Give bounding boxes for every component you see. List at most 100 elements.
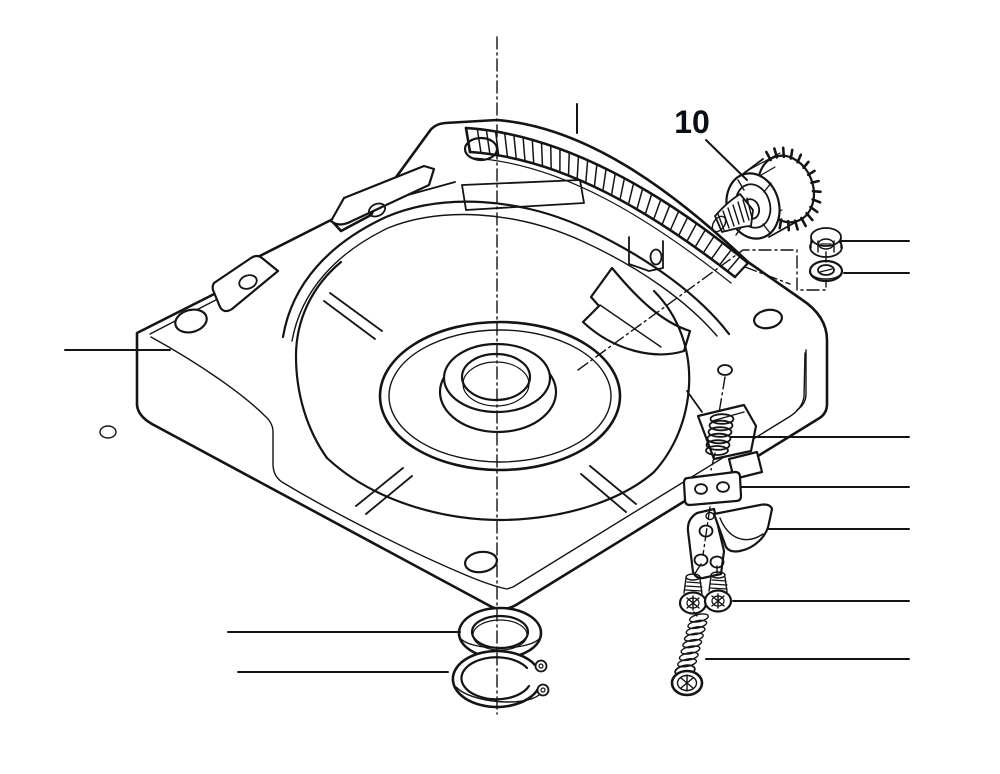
- spring-coil: [709, 413, 735, 425]
- ring-outer: [451, 649, 540, 709]
- pan-head-screws: [678, 571, 733, 615]
- arc-under-edge: [472, 157, 732, 284]
- pawl-seat-inner: [711, 411, 745, 422]
- washer-top-thickness: [809, 272, 843, 280]
- nut-facets: [810, 236, 842, 253]
- top-slot: [461, 179, 585, 211]
- screw-threads: [709, 579, 728, 590]
- screw-tip: [685, 573, 701, 581]
- arc-tick: [652, 198, 662, 221]
- ring-ear-hole: [540, 687, 546, 693]
- right-face-inner: [796, 349, 807, 411]
- callout-label-10[interactable]: 10: [674, 104, 710, 140]
- arc-tick: [686, 222, 698, 243]
- screw-thread: [685, 626, 706, 636]
- graduated-arc-scale: [464, 126, 750, 284]
- boss-bore-depth: [462, 361, 530, 407]
- rib-nw: [323, 292, 383, 340]
- pawl-shoe-inner: [719, 517, 764, 541]
- knob-face-spokes: [735, 179, 772, 236]
- pointer-rib-inner: [599, 304, 662, 348]
- knurl-tooth: [773, 147, 779, 159]
- notch-hole: [649, 248, 663, 266]
- cavity-left-wall: [294, 260, 343, 460]
- pawl-bracket: [686, 503, 774, 580]
- knurl-tooth: [778, 218, 783, 230]
- flat-washer-hole: [470, 614, 530, 650]
- cavity-wall-inner: [291, 213, 718, 342]
- lock-washer: [808, 259, 844, 283]
- arc-tick: [513, 134, 518, 160]
- knurl-tooth: [796, 153, 803, 164]
- nut-top: [810, 227, 842, 247]
- worm-thread-hatching: [717, 197, 753, 231]
- knurl-tooth: [781, 146, 786, 159]
- pawl-pivot-hole: [717, 364, 733, 376]
- arc-tick: [476, 128, 482, 154]
- mount-tab-upper-hole: [367, 202, 387, 218]
- spring-coil: [705, 439, 731, 451]
- screw-head-drive: [686, 595, 700, 611]
- pawl-shoe: [712, 503, 774, 553]
- arc-tick: [585, 159, 589, 184]
- washer-top-hole: [817, 264, 835, 276]
- screw-head-drive: [711, 593, 725, 609]
- screw-cap-drive: [680, 674, 694, 692]
- rib-se: [580, 465, 637, 513]
- arc-tick: [619, 177, 626, 201]
- notch-step: [628, 236, 664, 272]
- compression-spring: [705, 413, 735, 456]
- rib-sw: [355, 467, 413, 515]
- block-body: [682, 470, 743, 507]
- arc-tick: [503, 132, 509, 158]
- mount-tab-left-hole: [238, 274, 258, 290]
- boss-outer-ring-2: [388, 329, 612, 463]
- arc-inner-edge: [468, 150, 737, 279]
- arc-tick: [485, 129, 491, 155]
- cavity-bottom-wall: [325, 456, 656, 522]
- assembly-path-branch: [744, 266, 791, 285]
- base-housing: [99, 118, 829, 611]
- leader-lines: [64, 103, 910, 673]
- block-hole: [694, 483, 708, 495]
- knurl-tooth: [809, 205, 819, 214]
- washer-split-mark: [819, 268, 833, 273]
- arc-tick: [661, 204, 671, 226]
- knurl-tooth: [811, 198, 822, 204]
- screw-thread: [688, 613, 710, 623]
- clamp-block: [682, 470, 743, 507]
- housing-flange-inner: [150, 336, 806, 590]
- spring-coil: [708, 419, 734, 432]
- arc-tick: [627, 182, 635, 206]
- edge-step: [686, 390, 703, 413]
- nut-thread-hole: [817, 238, 835, 250]
- spring-coil: [705, 445, 729, 456]
- left-face-bump: [99, 425, 117, 439]
- ring-inner: [460, 656, 531, 701]
- arc-tick: [576, 155, 580, 180]
- ring-ear: [534, 659, 548, 673]
- arc-outer-edge: [464, 126, 750, 265]
- pan-head-screw: [678, 573, 708, 615]
- spring-coil: [706, 432, 732, 445]
- center-lines: [496, 36, 827, 715]
- screw-thread: [683, 632, 704, 642]
- socket-head-cap-screw: [670, 613, 710, 697]
- pointer-rib: [581, 266, 692, 356]
- cavity-right-wall: [652, 289, 691, 474]
- arc-tick: [710, 242, 724, 260]
- boss-bore: [460, 352, 532, 402]
- arc-tick: [531, 139, 535, 165]
- ring-ear: [536, 683, 550, 697]
- block-hole: [716, 481, 730, 493]
- leader-line: [705, 139, 748, 181]
- arc-tick: [669, 210, 680, 231]
- arc-tick: [636, 187, 644, 211]
- arc-tick: [694, 228, 707, 248]
- knurl-tooth: [806, 169, 816, 177]
- center-boss: [378, 320, 622, 472]
- arc-tick: [644, 193, 653, 216]
- arc-tick: [702, 235, 715, 254]
- knurl-tooth: [789, 148, 794, 160]
